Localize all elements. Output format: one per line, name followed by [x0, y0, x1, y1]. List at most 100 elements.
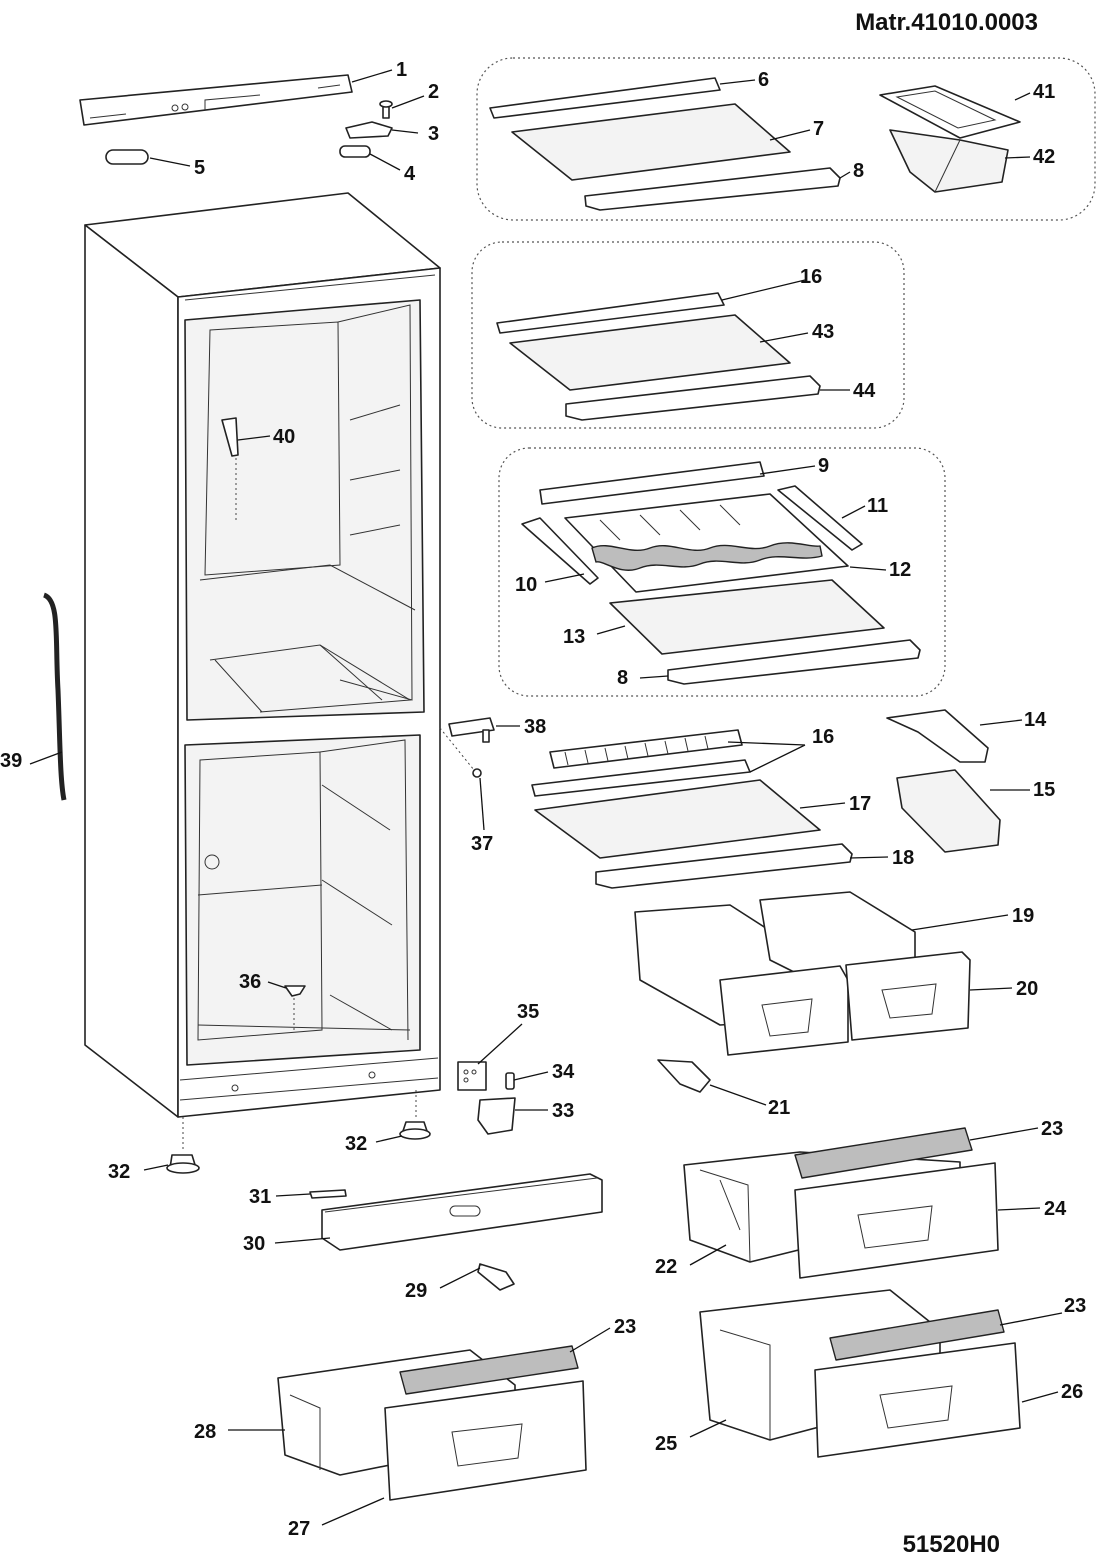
callout-4: 4 — [404, 163, 416, 185]
part-3-hinge — [345, 121, 393, 139]
callout-1: 1 — [396, 59, 407, 81]
callout-23-b: 23 — [1064, 1295, 1086, 1317]
leader-lines — [29, 69, 1063, 1526]
callout-22: 22 — [655, 1256, 677, 1278]
part-1-top-trim — [79, 74, 353, 126]
part-24-freezer-drawer-front — [794, 1162, 999, 1279]
callout-labels: 1 2 3 4 5 6 7 8 41 42 16 43 44 9 11 12 1… — [0, 59, 1086, 1540]
part-43-glass-shelf — [509, 314, 791, 391]
part-32-foot-left — [166, 1117, 200, 1174]
callout-26: 26 — [1061, 1381, 1083, 1403]
callout-38: 38 — [524, 716, 546, 738]
cabinet — [84, 192, 441, 1118]
callout-35: 35 — [517, 1001, 539, 1023]
callout-28: 28 — [194, 1421, 216, 1443]
callout-34: 34 — [552, 1061, 575, 1083]
part-41-tray-lid — [879, 85, 1021, 139]
group-box-top-shelves — [476, 57, 1096, 221]
part-23-drawer-handle-b — [829, 1309, 1005, 1361]
callout-33: 33 — [552, 1100, 574, 1122]
callout-20: 20 — [1016, 978, 1038, 1000]
callout-19: 19 — [1012, 905, 1034, 927]
part-34-switch — [505, 1072, 515, 1090]
callout-18: 18 — [892, 847, 914, 869]
callout-25: 25 — [655, 1433, 677, 1455]
part-37-pin — [439, 727, 482, 778]
part-31-clip — [309, 1189, 347, 1199]
part-26-drawer-front — [814, 1342, 1021, 1458]
callout-32-left: 32 — [108, 1161, 130, 1183]
callout-13: 13 — [563, 626, 585, 648]
part-13-glass-shelf — [609, 579, 885, 655]
callout-39: 39 — [0, 750, 22, 772]
part-12-wine-rack — [564, 493, 849, 593]
callout-14: 14 — [1024, 709, 1047, 731]
callout-40: 40 — [273, 426, 295, 448]
callout-23-a: 23 — [1041, 1118, 1063, 1140]
part-11-side-rail-right — [777, 485, 863, 551]
callout-2: 2 — [428, 81, 439, 103]
callout-12: 12 — [889, 559, 911, 581]
part-8-shelf-front-trim-lower — [667, 639, 921, 685]
callout-41: 41 — [1033, 81, 1055, 103]
callout-37: 37 — [471, 833, 493, 855]
part-20-crisper-front-right — [845, 951, 971, 1041]
material-code: Matr.41010.0003 — [855, 9, 1038, 36]
group-box-glass-shelf — [471, 241, 905, 429]
part-2-screw — [379, 100, 393, 119]
callout-29: 29 — [405, 1280, 427, 1302]
callout-16-upper: 16 — [800, 266, 822, 288]
part-44-shelf-front-trim — [565, 375, 821, 421]
callout-23-c: 23 — [614, 1316, 636, 1338]
part-40-thermostat-probe — [221, 417, 239, 520]
callout-31: 31 — [249, 1186, 271, 1208]
callout-16-freezer: 16 — [812, 726, 834, 748]
callout-36: 36 — [239, 971, 261, 993]
part-20-crisper-front-left — [719, 965, 849, 1056]
part-18-freezer-front-trim — [595, 843, 853, 889]
callout-8-top: 8 — [853, 160, 864, 182]
callout-5: 5 — [194, 157, 205, 179]
part-6-shelf-rear-trim — [489, 77, 721, 119]
callout-24: 24 — [1044, 1198, 1067, 1220]
part-33-bracket — [477, 1097, 516, 1135]
callout-9: 9 — [818, 455, 829, 477]
part-30-kick-plate — [321, 1173, 603, 1251]
part-38-door-hinge-middle — [448, 717, 495, 743]
part-36-freezer-probe — [284, 985, 306, 1030]
callout-21: 21 — [768, 1097, 790, 1119]
callout-3: 3 — [428, 123, 439, 145]
callout-8-lower: 8 — [617, 667, 628, 689]
callout-11: 11 — [867, 495, 888, 517]
part-16-freezer-flap — [549, 729, 743, 769]
callout-6: 6 — [758, 69, 769, 91]
part-29-vent-insert — [477, 1263, 515, 1291]
part-23-drawer-handle-c — [399, 1345, 579, 1395]
callout-44: 44 — [853, 380, 876, 402]
callout-17: 17 — [849, 793, 871, 815]
group-box-wine-rack-shelf — [498, 447, 946, 697]
part-8-shelf-front-trim-top — [584, 167, 841, 211]
callout-27: 27 — [288, 1518, 310, 1540]
part-17-freezer-glass-shelf — [534, 779, 821, 859]
part-14-box-lid — [886, 709, 989, 763]
callout-30: 30 — [243, 1233, 265, 1255]
part-39-door-gasket — [42, 592, 67, 801]
part-5-cap — [105, 149, 149, 165]
part-9-rear-trim — [539, 461, 765, 505]
part-16-shelf-rear-trim-upper — [496, 292, 725, 334]
callout-42: 42 — [1033, 146, 1055, 168]
part-42-tray — [889, 129, 1009, 193]
callout-15: 15 — [1033, 779, 1055, 801]
part-32-foot-right — [399, 1090, 431, 1140]
part-35-control-panel — [457, 1061, 487, 1091]
part-10-side-rail-left — [521, 517, 599, 585]
callout-43: 43 — [812, 321, 834, 343]
drawing-code: 51520H0 — [903, 1531, 1000, 1558]
callout-32-right: 32 — [345, 1133, 367, 1155]
part-23-drawer-handle-a — [794, 1127, 973, 1179]
part-21-insert — [657, 1059, 711, 1093]
part-7-glass-shelf — [511, 103, 791, 181]
part-15-box — [896, 769, 1001, 853]
